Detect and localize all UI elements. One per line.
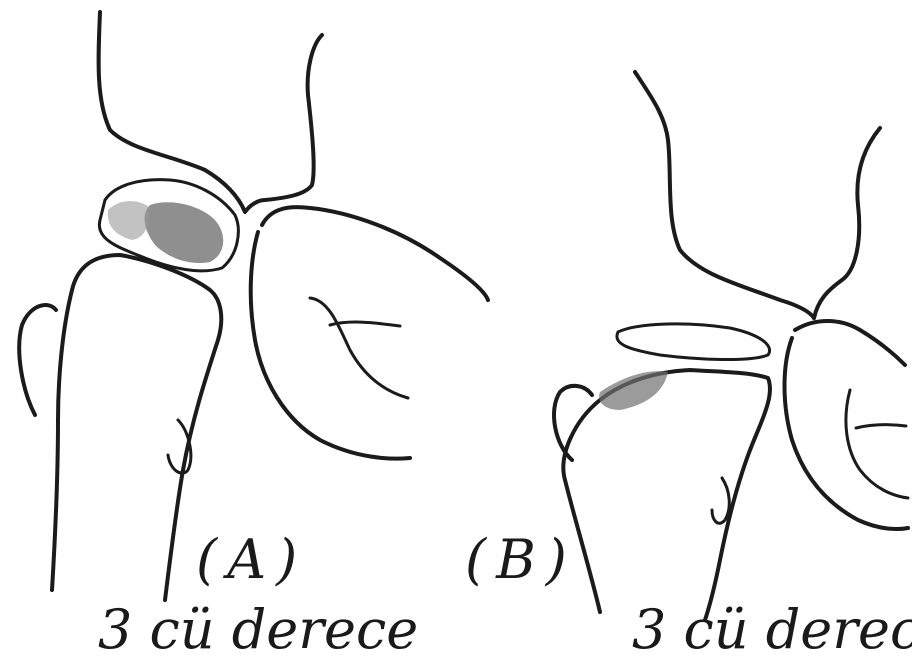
panel-a-fragment-shading [145, 202, 224, 263]
panel-b-fragment [617, 324, 770, 360]
panel-b-knob [554, 386, 592, 460]
panel-b-drawing [554, 72, 908, 620]
panel-b-tubercle [712, 478, 729, 523]
panel-a-caption: 3 cü derece [98, 598, 418, 661]
panel-b-condyle [795, 321, 905, 365]
panel-b-lower-bone [563, 370, 770, 620]
panel-a-inner-curve [310, 298, 408, 398]
panel-a-condyle-lower [251, 232, 410, 459]
panel-b-inner-curve [846, 390, 908, 498]
panel-a-knob [19, 305, 56, 415]
panel-b-caption: 3 cü derece [632, 598, 912, 661]
panel-b-inner-stroke [856, 425, 906, 428]
panel-a-fragment-texture [108, 201, 149, 240]
panel-a-drawing [19, 12, 488, 600]
panel-b-upper-bone [635, 72, 814, 318]
panel-b-upper-bone-right [814, 128, 880, 318]
panel-a-condyle [262, 207, 488, 300]
panel-b-lesion-shading [599, 371, 668, 410]
panel-a-label: (A) [196, 528, 307, 591]
panel-a-inner-stroke [330, 322, 400, 326]
panel-b-label: (B) [465, 528, 577, 591]
